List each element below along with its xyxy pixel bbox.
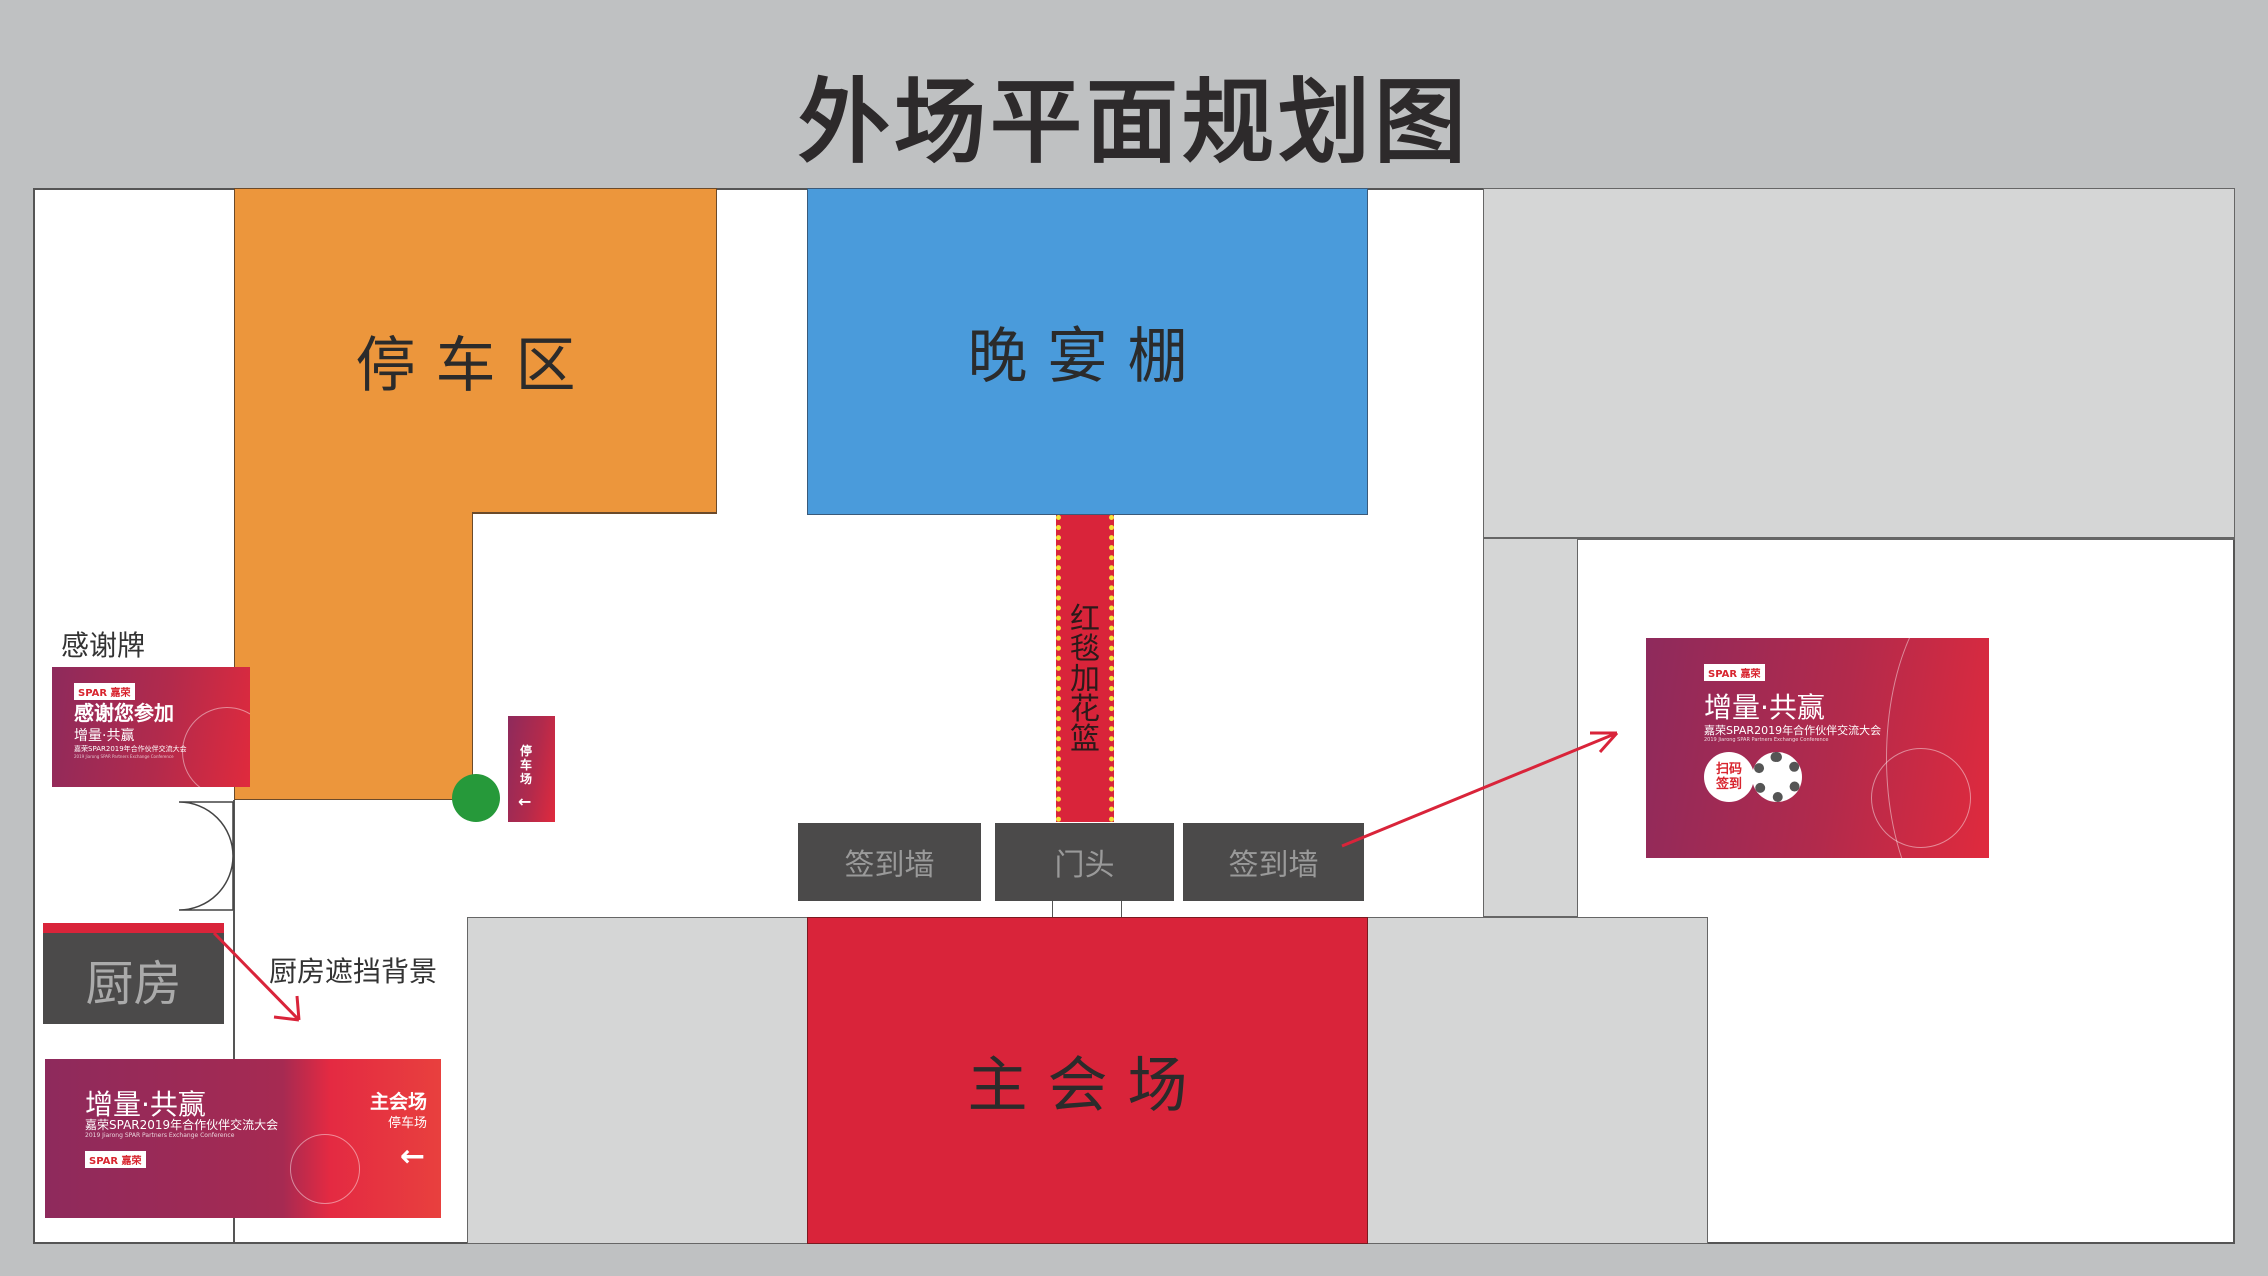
green-marker <box>452 774 500 822</box>
spar-logo: SPAR 嘉荣 <box>1704 664 1765 681</box>
arrow-left-icon: ← <box>399 1139 425 1174</box>
kitchen-backdrop-label: 厨房遮挡背景 <box>269 955 438 988</box>
divider <box>1578 538 2235 540</box>
entrance-gate: 门头 <box>995 823 1174 901</box>
parking-zone-bottom <box>234 512 473 800</box>
thank-you-sign-label: 感谢牌 <box>61 629 146 662</box>
page-title: 外场平面规划图 <box>797 69 1470 176</box>
signin-wall-left: 签到墙 <box>798 823 981 901</box>
gate-posts <box>1052 901 1122 917</box>
scan-checkin-badge: 扫码签到 <box>1704 752 1754 802</box>
banquet-tent: 晚宴棚 <box>807 188 1368 515</box>
event-name: 嘉荣SPAR2019年合作伙伴交流大会 <box>1704 724 1882 737</box>
checkin-text: 签到 <box>1715 777 1742 792</box>
slogan: 增量·共赢 <box>74 728 135 744</box>
parking-edge <box>473 512 717 514</box>
gray-area-top-right <box>1483 188 2235 538</box>
event-name: 嘉荣SPAR2019年合作伙伴交流大会 <box>85 1118 279 1132</box>
direction-banner: 增量·共赢 嘉荣SPAR2019年合作伙伴交流大会 2019 Jiarong S… <box>45 1059 441 1218</box>
arrow-icon <box>1341 731 1619 848</box>
kitchen: 厨房 <box>43 923 224 1024</box>
arrow-left-icon: ← <box>518 792 532 811</box>
event-name: 嘉荣SPAR2019年合作伙伴交流大会 <box>74 745 187 753</box>
scan-text: 扫码 <box>1715 762 1742 777</box>
gray-area-strip <box>1483 538 1578 917</box>
signin-wall-right: 签到墙 <box>1183 823 1364 901</box>
divider <box>233 800 235 1244</box>
main-venue: 主会场 <box>807 917 1368 1244</box>
parking-zone-top <box>234 188 717 513</box>
standee-text: 停车场 <box>520 744 533 786</box>
direction-parking: 停车场 <box>387 1116 427 1131</box>
qr-code-icon <box>1752 752 1802 802</box>
door-icon <box>178 801 234 911</box>
parking-label: 停车区 <box>355 330 596 401</box>
thank-you-headline: 感谢您参加 <box>74 701 174 725</box>
event-name-en: 2019 Jiarong SPAR Partners Exchange Conf… <box>74 754 174 759</box>
thank-you-banner: SPAR 嘉荣 感谢您参加 增量·共赢 嘉荣SPAR2019年合作伙伴交流大会 … <box>52 667 250 787</box>
slogan: 增量·共赢 <box>85 1088 206 1121</box>
parking-standee: 停车场 ← <box>508 716 555 822</box>
slogan: 增量·共赢 <box>1704 691 1825 724</box>
direction-main: 主会场 <box>369 1091 427 1113</box>
event-name-en: 2019 Jiarong SPAR Partners Exchange Conf… <box>85 1132 235 1139</box>
checkin-banner: SPAR 嘉荣 增量·共赢 嘉荣SPAR2019年合作伙伴交流大会 2019 J… <box>1646 638 1989 858</box>
red-carpet <box>1056 515 1114 822</box>
event-name-en: 2019 Jiarong SPAR Partners Exchange Conf… <box>1704 737 1829 743</box>
spar-logo: SPAR 嘉荣 <box>74 683 135 700</box>
red-carpet-label: 红毯加花篮 <box>1070 602 1100 757</box>
spar-logo: SPAR 嘉荣 <box>85 1151 146 1168</box>
arrow-icon <box>212 931 301 1022</box>
